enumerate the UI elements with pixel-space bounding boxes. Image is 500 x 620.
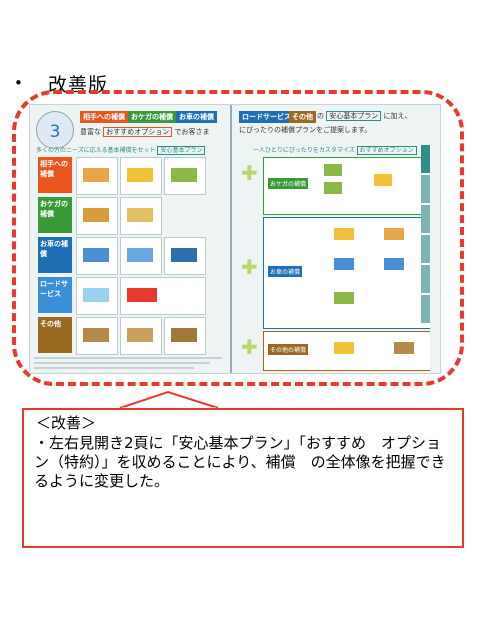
right-option-chip: おすすめオプション <box>356 146 417 155</box>
side-tab <box>421 235 430 263</box>
text-line <box>34 362 210 364</box>
plus-icon: ✚ <box>241 255 258 279</box>
highlight-frame <box>12 90 464 386</box>
brochure-spread: 3 相手への補償 おケガの補償 お車の補償 豊富な おすすめオプション でお客さ… <box>29 104 441 374</box>
side-tab <box>421 175 430 203</box>
cell <box>76 277 118 315</box>
plus-icon: ✚ <box>241 335 258 359</box>
cell <box>76 197 118 235</box>
illustration <box>334 258 354 270</box>
cat-other: その他 <box>38 317 72 353</box>
right-page: ロードサービス その他 の 安心基本プラン に加え、 にぴったりの補償プランをご… <box>233 105 430 373</box>
cell <box>76 317 118 355</box>
note-body: ・左右見開き2頁に「安心基本プラン」「おすすめ オプション（特約）」を収めること… <box>34 434 446 490</box>
tag-road: ロードサービス <box>239 111 294 123</box>
improvement-note-box <box>22 408 464 548</box>
side-tabs <box>421 145 430 365</box>
left-section-text: 多くの方のニーズに応える基本補償をセット <box>36 147 156 154</box>
left-headline-suffix: でお客さま <box>174 128 210 136</box>
illustration <box>334 292 354 304</box>
cell <box>164 317 206 355</box>
step-badge: 3 <box>36 111 74 149</box>
text-line <box>34 367 194 369</box>
right-plan-chip: 安心基本プラン <box>326 111 382 121</box>
left-section-title: 多くの方のニーズに応える基本補償をセット 安心基本プラン <box>36 145 206 155</box>
cell <box>120 317 162 355</box>
section-okega: おケガの補償 <box>263 157 430 215</box>
tag-aite: 相手への補償 <box>80 111 128 123</box>
right-section-text: 一人ひとりにぴったりをカスタマイズ <box>253 147 355 154</box>
illustration <box>384 258 404 270</box>
cell <box>120 157 162 195</box>
right-line1-end: に加え、 <box>383 112 412 120</box>
tag-other: その他 <box>289 111 316 123</box>
cat-okega: おケガの補償 <box>38 197 72 233</box>
side-tab <box>421 265 430 293</box>
section-other-label: その他の補償 <box>268 344 309 355</box>
section-okega-label: おケガの補償 <box>268 178 309 189</box>
right-line1-mid: の <box>317 112 324 120</box>
cat-aite: 相手への補償 <box>38 157 72 193</box>
cell <box>120 197 162 235</box>
cell <box>120 237 162 275</box>
text-line <box>34 357 222 359</box>
illustration <box>394 342 414 354</box>
section-other: その他の補償 <box>263 331 430 371</box>
cell <box>76 157 118 195</box>
tag-okega: おケガの補償 <box>128 111 176 123</box>
left-plan-chip: 安心基本プラン <box>157 146 206 155</box>
section-okuruma-label: お車の補償 <box>268 266 303 277</box>
right-section-title: 一人ひとりにぴったりをカスタマイズ おすすめオプション <box>253 145 417 155</box>
cell <box>164 157 206 195</box>
left-option-chip: おすすめオプション <box>103 127 173 137</box>
illustration <box>324 164 342 176</box>
illustration <box>374 174 392 186</box>
cat-road: ロードサービス <box>38 277 72 313</box>
bullet-mark: • <box>14 74 23 92</box>
note-title: ＜改善＞ <box>36 414 97 432</box>
side-tab <box>421 145 430 173</box>
tag-okuruma: お車の補償 <box>176 111 217 123</box>
left-headline-prefix: 豊富な <box>80 128 101 136</box>
left-page: 3 相手への補償 おケガの補償 お車の補償 豊富な おすすめオプション でお客さ… <box>30 105 232 373</box>
left-headline: 豊富な おすすめオプション でお客さま <box>80 127 209 137</box>
illustration <box>334 342 354 354</box>
illustration <box>324 182 342 194</box>
cat-okuruma: お車の補償 <box>38 237 72 273</box>
cell <box>164 237 206 275</box>
side-tab <box>421 205 430 233</box>
section-okuruma: お車の補償 <box>263 217 430 329</box>
side-tab <box>421 295 430 323</box>
right-headline-1: の 安心基本プラン に加え、 <box>317 111 411 121</box>
illustration <box>384 228 404 240</box>
plus-icon: ✚ <box>241 161 258 185</box>
right-headline-2: にぴったりの補償プランをご提案します。 <box>239 126 372 134</box>
cell <box>76 237 118 275</box>
illustration <box>334 228 354 240</box>
cell <box>120 277 206 315</box>
